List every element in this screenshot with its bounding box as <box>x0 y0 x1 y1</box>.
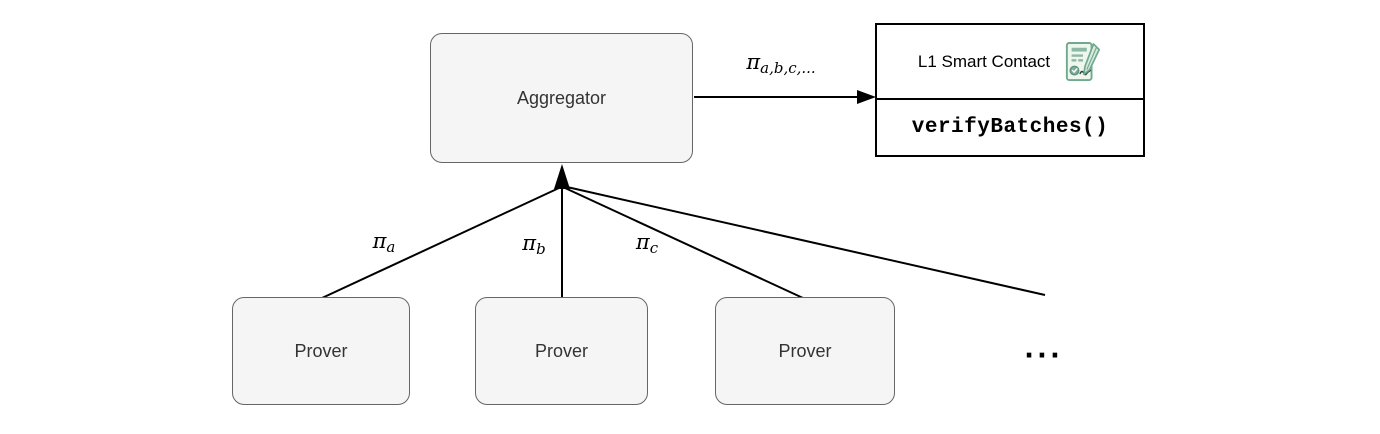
edge-line-prover-c <box>564 187 804 299</box>
edge-line-more-provers <box>566 186 1046 296</box>
aggregator-label: Aggregator <box>516 87 607 108</box>
pi-subscript: b <box>536 240 546 258</box>
node-prover-c: Prover <box>715 297 895 405</box>
edge-label-pi-a: πa <box>372 229 396 256</box>
contract-signature-icon <box>1066 41 1101 81</box>
contract-method: verifyBatches() <box>911 116 1109 139</box>
arrowhead-up-icon <box>554 164 570 189</box>
more-provers-ellipsis: ... <box>1024 328 1064 365</box>
edge-line-prover-a <box>321 187 560 299</box>
prover-label: Prover <box>294 340 348 361</box>
edge-label-pi-c: πc <box>635 230 659 257</box>
pi-subscript: c <box>649 239 659 257</box>
edge-label-pi-b: πb <box>522 231 546 258</box>
pi-symbol: π <box>522 231 537 255</box>
node-l1-smart-contract: L1 Smart Contact verifyBatches() <box>875 23 1145 157</box>
contract-title: L1 Smart Contact <box>917 51 1051 71</box>
node-prover-a: Prover <box>232 297 410 405</box>
edge-label-pi-abc: πa,b,c,... <box>746 50 816 77</box>
prover-label: Prover <box>778 340 832 361</box>
pi-symbol: π <box>372 229 387 253</box>
contract-title-row: L1 Smart Contact <box>877 25 1143 100</box>
node-aggregator: Aggregator <box>430 33 693 163</box>
pi-subscript: a <box>386 238 396 256</box>
node-prover-b: Prover <box>475 297 648 405</box>
pi-symbol: π <box>635 230 650 254</box>
pi-symbol: π <box>746 50 761 74</box>
pi-subscript: a,b,c,... <box>760 59 816 77</box>
arrowhead-right-icon <box>857 90 876 104</box>
prover-label: Prover <box>534 340 588 361</box>
